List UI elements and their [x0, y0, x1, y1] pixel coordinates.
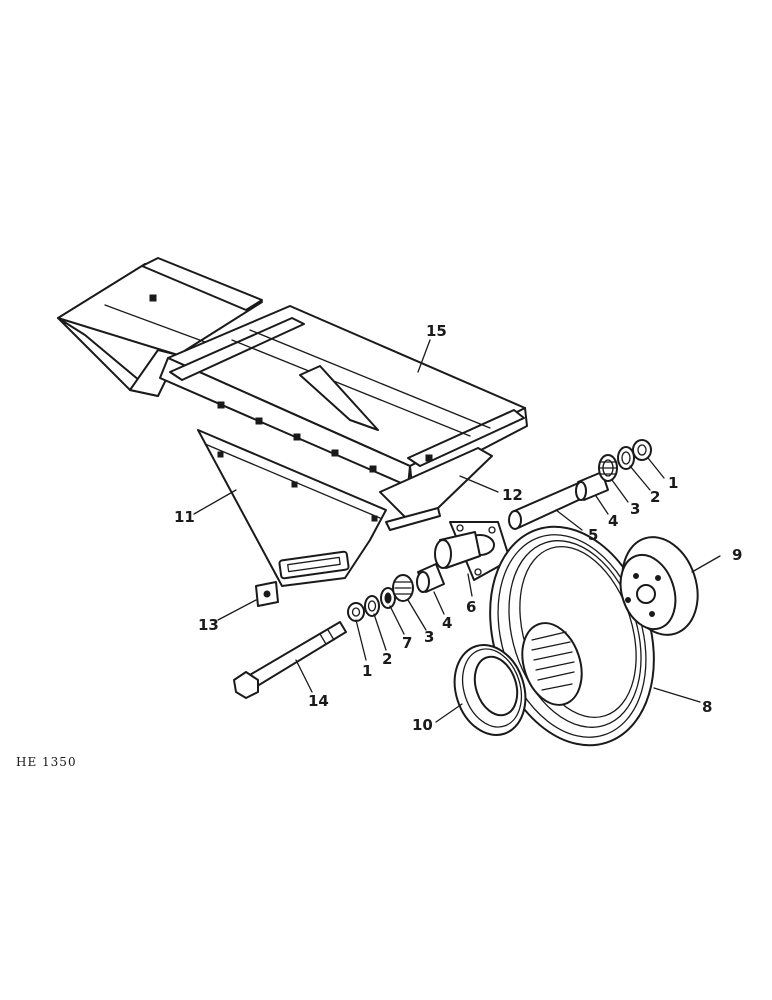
bearing-stack-left — [347, 563, 445, 622]
callout-11: 11 — [174, 508, 195, 526]
callout-1-right: 1 — [668, 474, 678, 492]
callout-8: 8 — [702, 698, 712, 716]
leader-lines — [193, 339, 721, 723]
part-8-tire — [489, 525, 655, 747]
part-14-bolt — [233, 621, 347, 699]
callouts: 15 11 12 1 2 3 4 5 9 6 4 3 7 2 1 13 14 1… — [174, 322, 742, 734]
callout-1-left: 1 — [362, 662, 372, 680]
part-10-rim-inner — [453, 644, 527, 736]
callout-2-right: 2 — [650, 488, 660, 506]
part-11-side-bracket — [197, 429, 387, 587]
callout-9: 9 — [732, 546, 742, 564]
callout-7: 7 — [402, 634, 412, 652]
part-12-lower-bracket — [379, 447, 493, 531]
bearing-stack-right — [575, 439, 652, 501]
callout-2-left: 2 — [382, 650, 392, 668]
callout-12: 12 — [502, 486, 523, 504]
callout-14: 14 — [308, 692, 329, 710]
callout-13: 13 — [198, 616, 219, 634]
callout-10: 10 — [412, 716, 433, 734]
callout-15: 15 — [426, 322, 447, 340]
callout-6: 6 — [466, 598, 476, 616]
drawing-reference: HE 1350 — [16, 755, 77, 769]
callout-3-left: 3 — [424, 628, 434, 646]
callout-5: 5 — [588, 526, 598, 544]
callout-4-left: 4 — [442, 614, 452, 632]
callout-4-right: 4 — [608, 512, 618, 530]
part-15-frame — [57, 257, 528, 487]
part-6-spindle-housing — [434, 521, 511, 581]
callout-3-right: 3 — [630, 500, 640, 518]
part-13-square-washer — [255, 581, 279, 607]
part-9-rim-outer — [619, 536, 699, 636]
